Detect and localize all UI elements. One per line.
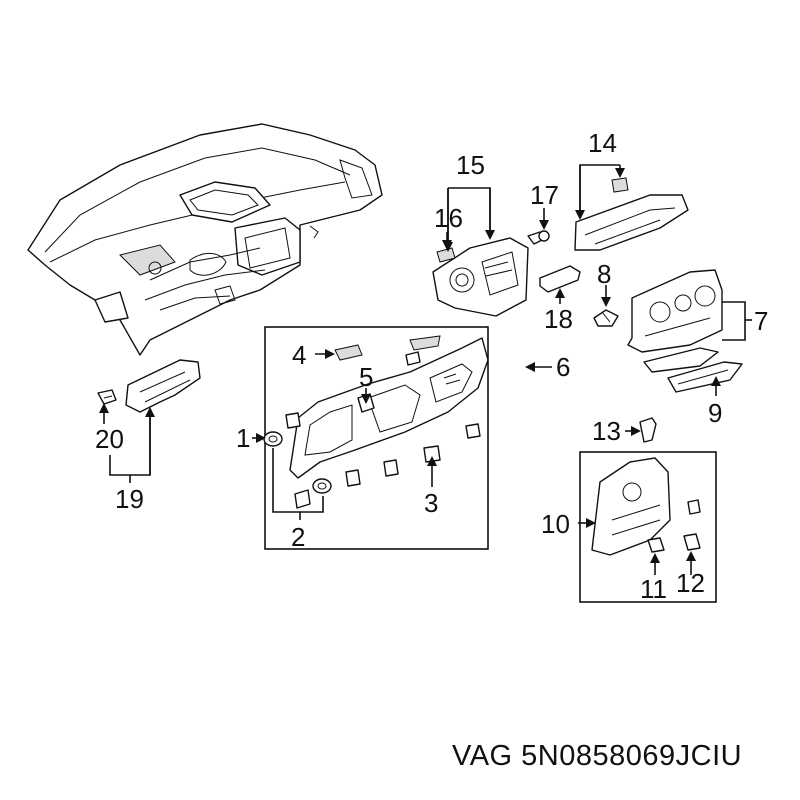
callout-15: 15	[456, 150, 485, 180]
callout-13: 13	[592, 416, 621, 446]
callout-10: 10	[541, 509, 570, 539]
callout-17: 17	[530, 180, 559, 210]
callout-19: 19	[115, 484, 144, 514]
part-number-label: 5N0858069JCIU	[521, 740, 743, 772]
callout-3: 3	[424, 488, 438, 518]
callout-1: 1	[236, 423, 250, 453]
callout-9: 9	[708, 398, 722, 428]
clip-8-illustration	[593, 309, 619, 327]
leader-lines	[99, 164, 752, 575]
callout-4: 4	[292, 340, 306, 370]
bolt-13-illustration	[639, 417, 657, 443]
callout-7: 7	[754, 306, 768, 336]
callout-8: 8	[597, 259, 611, 289]
bracket-illustration	[97, 359, 201, 413]
screw-17-illustration	[527, 230, 550, 245]
callout-20: 20	[95, 424, 124, 454]
part-number-caption: VAG 5N0858069JCIU	[452, 740, 742, 773]
callout-5: 5	[359, 362, 373, 392]
callout-14: 14	[588, 128, 617, 158]
callout-16: 16	[434, 203, 463, 233]
callout-12: 12	[676, 568, 705, 598]
climate-panel-illustration	[627, 269, 743, 393]
dashboard-illustration	[27, 123, 383, 356]
callout-6: 6	[556, 352, 570, 382]
console-trim-illustration	[591, 457, 701, 556]
console-frame	[579, 451, 717, 603]
brand-label: VAG	[452, 740, 513, 772]
lower-panel-illustration	[263, 335, 489, 509]
callout-labels: 1 2 3 4 5 6 7 8 9 10 11 12 13 14 15 16 1…	[95, 128, 768, 604]
callout-11: 11	[640, 574, 667, 604]
center-bezel-illustration	[432, 237, 529, 317]
pad-18-illustration	[539, 265, 581, 293]
glove-box-illustration	[574, 177, 689, 251]
callout-2: 2	[291, 522, 305, 552]
callout-18: 18	[544, 304, 573, 334]
